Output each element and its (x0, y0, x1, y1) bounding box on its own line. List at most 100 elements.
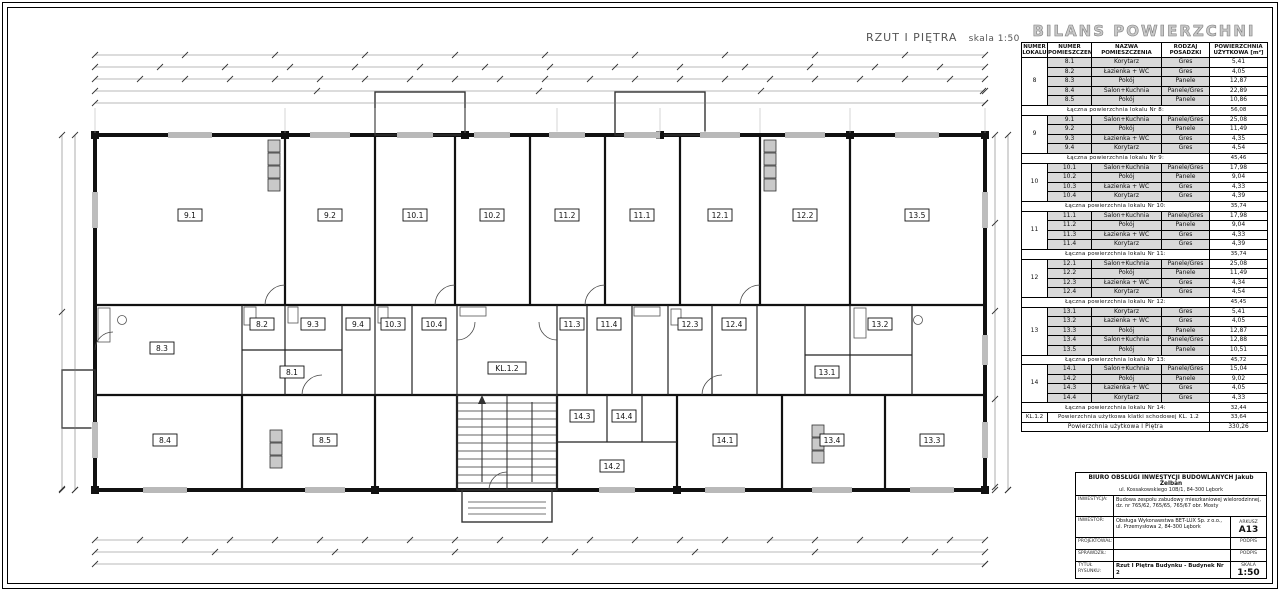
room-number: 8.3 (1047, 76, 1092, 87)
svg-text:12.4: 12.4 (726, 320, 743, 329)
room-label-13.3: 13.3 (919, 433, 945, 447)
scale-label: SKALA (1241, 562, 1256, 568)
investor-label: INWESTOR: (1076, 517, 1114, 537)
lokal-number: 14 (1021, 364, 1048, 404)
room-area: 11,49 (1209, 268, 1268, 279)
floor-type: Gres (1161, 392, 1210, 404)
room-number: 13.4 (1047, 335, 1092, 346)
subtotal-value: 32,44 (1209, 402, 1268, 414)
room-name: Łazienka + WC (1091, 277, 1162, 289)
investor-row: INWESTOR: Obsługa Wykonawstwa BET-LUX Sp… (1076, 517, 1266, 538)
room-number: 14.3 (1047, 383, 1092, 394)
room-name: Korytarz (1091, 143, 1162, 155)
floor-type: Gres (1161, 229, 1210, 241)
subtotal-label: Łączna powierzchnia lokalu Nr 10: (1021, 201, 1210, 212)
room-area: 4,05 (1209, 383, 1268, 394)
subtotal-row: Łączna powierzchnia lokalu Nr 10:35,74 (1021, 201, 1268, 212)
room-number: 11.1 (1047, 210, 1092, 222)
room-name: Pokój (1091, 220, 1162, 231)
floor-type: Panele/Gres (1161, 114, 1210, 126)
lokal-number: 8 (1021, 57, 1048, 107)
floor-type: Panele/Gres (1161, 364, 1210, 375)
floor-type: Gres (1161, 277, 1210, 289)
room-label-14.3: 14.3 (569, 409, 595, 423)
checker-label: SPRAWDZIŁ: (1076, 550, 1114, 561)
company-name: BIURO OBSŁUGI INWESTYCJI BUDOWLANYCH Jak… (1088, 475, 1254, 487)
svg-text:KL.1.2: KL.1.2 (495, 364, 519, 373)
room-area: 4,35 (1209, 133, 1268, 145)
svg-text:13.1: 13.1 (819, 368, 836, 377)
subtotal-label: Łączna powierzchnia lokalu Nr 9: (1021, 153, 1210, 164)
room-name: Salon+Kuchnia (1091, 85, 1162, 97)
floor-type: Panele/Gres (1161, 210, 1210, 222)
subtotal-value: 45,72 (1209, 354, 1268, 366)
svg-text:9.4: 9.4 (352, 320, 364, 329)
room-name: Pokój (1091, 76, 1162, 87)
signature-label: PODPIS (1230, 538, 1266, 549)
investment-value: Budowa zespołu zabudowy mieszkaniowej wi… (1116, 497, 1261, 510)
room-name: Łazienka + WC (1091, 133, 1162, 145)
room-number: 14.4 (1047, 392, 1092, 404)
room-area: 9,04 (1209, 172, 1268, 183)
room-area: 15,04 (1209, 364, 1268, 375)
room-label-11.3: 11.3 (559, 317, 585, 331)
subtotal-label: Łączna powierzchnia lokalu Nr 11: (1021, 248, 1210, 260)
dimension-lines (58, 51, 1012, 568)
sheet-label: ARKUSZ (1239, 519, 1258, 525)
floor-type: Panele (1161, 268, 1210, 279)
floor-type: Panele (1161, 220, 1210, 231)
room-number: 12.4 (1047, 287, 1092, 298)
lokal-number: 13 (1021, 306, 1048, 356)
svg-text:8.4: 8.4 (159, 436, 171, 445)
title-block: BIURO OBSŁUGI INWESTYCJI BUDOWLANYCH Jak… (1075, 472, 1267, 579)
subtotal-row: Łączna powierzchnia lokalu Nr 13:45,72 (1021, 354, 1268, 366)
room-area: 12,87 (1209, 76, 1268, 87)
room-number: 13.2 (1047, 316, 1092, 327)
room-number: 14.2 (1047, 373, 1092, 385)
stairwell (456, 394, 558, 491)
room-area: 5,41 (1209, 306, 1268, 318)
svg-text:9.3: 9.3 (307, 320, 319, 329)
total-area: 330,26 (1209, 421, 1268, 433)
sheet-number-cell: ARKUSZ A13 (1230, 517, 1266, 537)
svg-text:12.3: 12.3 (682, 320, 699, 329)
investment-row: INWESTYCJA: Budowa zespołu zabudowy mies… (1076, 496, 1266, 517)
svg-text:11.2: 11.2 (559, 211, 576, 220)
floor-type: Panele/Gres (1161, 162, 1210, 174)
total-label: Powierzchnia użytkowa I Piętra (1021, 421, 1210, 433)
room-area: 4,05 (1209, 316, 1268, 327)
room-label-9.1: 9.1 (177, 208, 203, 222)
room-area: 4,54 (1209, 287, 1268, 298)
room-label-11.1: 11.1 (629, 208, 655, 222)
room-area: 10,51 (1209, 344, 1268, 356)
room-number: 13.1 (1047, 306, 1092, 318)
floor-type: Panele/Gres (1161, 258, 1210, 270)
room-area: 22,89 (1209, 85, 1268, 97)
room-name: Pokój (1091, 325, 1162, 337)
room-label-9.3: 9.3 (300, 317, 326, 331)
room-number: 10.3 (1047, 181, 1092, 193)
floor-type: Gres (1161, 191, 1210, 202)
room-name: Pokój (1091, 172, 1162, 183)
svg-text:8.2: 8.2 (256, 320, 268, 329)
room-number: 11.4 (1047, 239, 1092, 250)
subtotal-value: 45,45 (1209, 296, 1268, 308)
room-area: 9,02 (1209, 373, 1268, 385)
svg-text:14.2: 14.2 (604, 462, 621, 471)
floor-type: Gres (1161, 66, 1210, 78)
